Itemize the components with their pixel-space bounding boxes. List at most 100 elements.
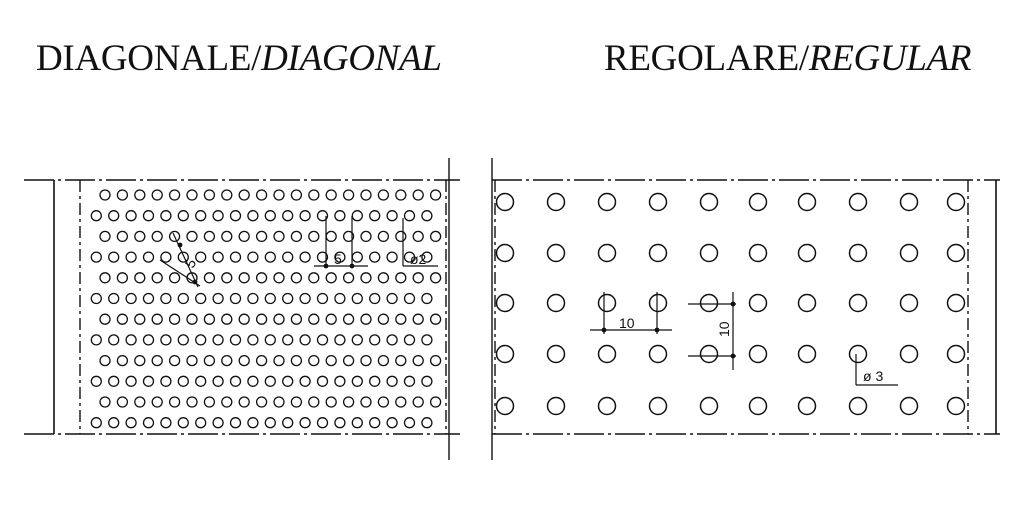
hole (699, 243, 719, 263)
hole (229, 375, 242, 387)
hole (386, 375, 398, 387)
hole (308, 313, 320, 325)
hole (151, 189, 163, 201)
hole (360, 189, 372, 201)
hole (797, 293, 817, 313)
hole (229, 292, 242, 305)
hole (221, 272, 233, 284)
hole (90, 417, 102, 429)
hole (848, 293, 868, 313)
hole (386, 251, 398, 263)
hole (99, 313, 111, 325)
hole (421, 375, 433, 387)
hole (334, 210, 346, 222)
hole (290, 189, 303, 201)
hole (212, 375, 224, 387)
hole (395, 272, 407, 284)
hole (142, 292, 155, 305)
hole (195, 292, 207, 305)
hole (351, 417, 363, 429)
hole (429, 354, 442, 367)
hole (125, 375, 137, 387)
hole (334, 334, 346, 346)
hole (597, 344, 617, 364)
hole (238, 354, 250, 367)
hole (151, 272, 163, 284)
hole (273, 272, 285, 284)
hole (351, 292, 363, 305)
diagonal-panel-frame (24, 158, 460, 460)
hole (334, 375, 346, 387)
hole (308, 230, 320, 243)
hole (386, 417, 398, 429)
hole (99, 230, 111, 243)
hole (395, 189, 407, 201)
hole (290, 230, 303, 243)
regular-panel-frame (491, 158, 1000, 460)
hole (108, 334, 120, 346)
hole (221, 313, 233, 325)
hole (168, 354, 181, 367)
hole (597, 396, 617, 416)
hole (377, 313, 390, 325)
hole (290, 313, 303, 325)
hole (316, 375, 329, 387)
hole (946, 243, 966, 263)
hole (282, 417, 294, 429)
regular-diameter-label: ø 3 (863, 368, 883, 384)
hole (946, 396, 966, 416)
hole (160, 292, 172, 305)
hole (748, 192, 768, 212)
hole (429, 396, 442, 408)
hole (177, 375, 189, 387)
diagonal-pitch-label-diag: 5 (182, 256, 200, 271)
hole (699, 192, 719, 212)
hole (247, 417, 259, 429)
hole (229, 334, 242, 346)
hole (412, 396, 424, 408)
hole (597, 192, 617, 212)
hole (395, 396, 407, 408)
hole (125, 334, 137, 346)
hole (369, 334, 381, 346)
hole (848, 192, 868, 212)
title-regular-main: REGOLARE/ (604, 38, 809, 79)
hole (125, 210, 137, 222)
hole (203, 313, 216, 325)
diagonal-diameter-label: ø2 (410, 251, 427, 267)
hole (177, 210, 189, 222)
hole (134, 230, 146, 243)
hole (116, 230, 129, 243)
hole (748, 243, 768, 263)
hole (421, 334, 433, 346)
hole (151, 313, 163, 325)
hole (369, 210, 381, 222)
hole (308, 272, 320, 284)
hole (255, 354, 268, 367)
hole (848, 243, 868, 263)
hole (151, 354, 163, 367)
dim-dot (654, 327, 660, 333)
hole (316, 334, 329, 346)
hole (221, 230, 233, 243)
hole (168, 230, 181, 243)
diagonal-dim-dots (177, 242, 355, 285)
hole (848, 344, 868, 364)
hole (99, 354, 111, 367)
hole (316, 292, 329, 305)
hole (342, 189, 355, 201)
hole (142, 417, 155, 429)
hole (369, 417, 381, 429)
hole (90, 334, 102, 346)
hole (299, 375, 311, 387)
hole (282, 251, 294, 263)
hole (648, 344, 668, 364)
hole (212, 334, 224, 346)
hole (221, 189, 233, 201)
hole (421, 210, 433, 222)
hole (90, 292, 102, 305)
hole (597, 243, 617, 263)
hole (429, 313, 442, 325)
hole (238, 272, 250, 284)
title-diagonal-italic: DIAGONAL (261, 38, 442, 79)
